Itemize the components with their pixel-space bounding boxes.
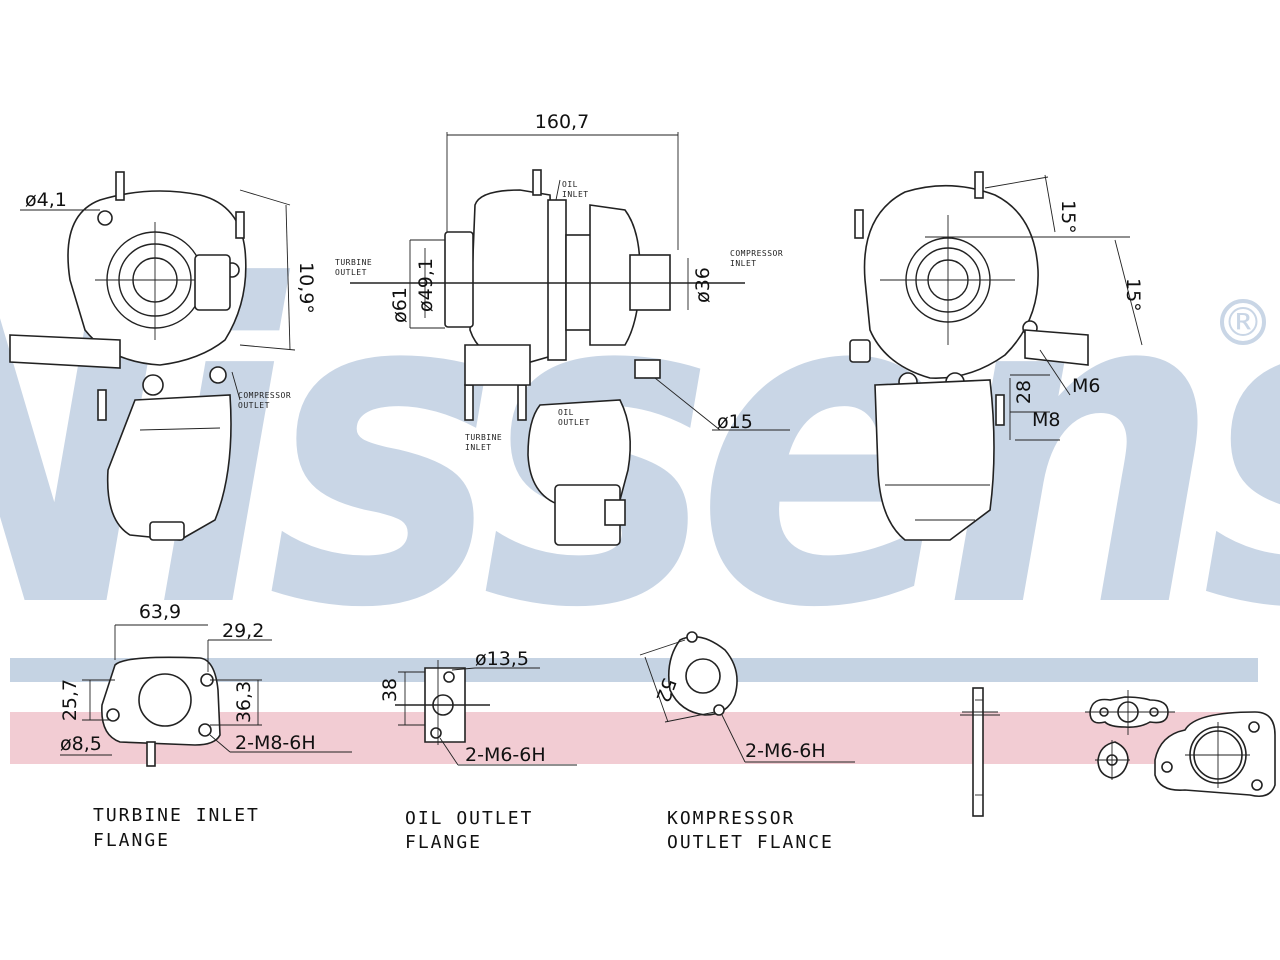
- dim-angle-15-top: 15°: [1057, 200, 1079, 234]
- dim-28: 28: [1013, 380, 1035, 404]
- svg-text:FLANGE: FLANGE: [405, 832, 482, 853]
- dim-angle-10-9: 10,9°: [295, 262, 317, 314]
- dim-d15: ø15: [717, 411, 753, 433]
- dim-36-3: 36,3: [233, 681, 255, 723]
- svg-text:INLET: INLET: [730, 259, 757, 268]
- caption-compressor-outlet-flange: KOMPRESSOR OUTLET FLANCE: [667, 808, 834, 853]
- dim-29-2: 29,2: [222, 620, 264, 642]
- dim-angle-15-right: 15°: [1122, 278, 1144, 312]
- dim-d13-5: ø13,5: [475, 648, 529, 670]
- label-oil-inlet: OIL INLET: [562, 180, 589, 199]
- dim-2-m8-6h: 2-M8-6H: [235, 732, 316, 754]
- registered-mark: ®: [1223, 300, 1263, 346]
- svg-text:OUTLET: OUTLET: [238, 401, 270, 410]
- svg-text:INLET: INLET: [562, 190, 589, 199]
- label-oil-outlet: OIL OUTLET: [558, 408, 590, 427]
- svg-text:FLANGE: FLANGE: [93, 830, 170, 851]
- registered-mark-circle: [1220, 299, 1266, 345]
- dim-m8: M8: [1032, 409, 1060, 431]
- svg-text:KOMPRESSOR: KOMPRESSOR: [667, 808, 795, 829]
- svg-text:OIL: OIL: [562, 180, 578, 189]
- dim-d61: ø61: [389, 287, 411, 323]
- gasket-oil-inlet: [1085, 690, 1175, 735]
- dim-d4-1: ø4,1: [25, 189, 67, 211]
- svg-text:INLET: INLET: [465, 443, 492, 452]
- blue-band: [10, 658, 1258, 682]
- svg-text:COMPRESSOR: COMPRESSOR: [730, 249, 783, 258]
- svg-text:COMPRESSOR: COMPRESSOR: [238, 391, 291, 400]
- dim-d8-5: ø8,5: [60, 733, 102, 755]
- label-compressor-inlet: COMPRESSOR INLET: [730, 249, 783, 268]
- gasket-turbine-inlet: [1154, 711, 1276, 798]
- label-turbine-outlet: TURBINE OUTLET: [335, 258, 372, 277]
- svg-text:OUTLET: OUTLET: [335, 268, 367, 277]
- dim-d36: ø36: [692, 267, 714, 303]
- svg-text:OIL OUTLET: OIL OUTLET: [405, 808, 533, 829]
- svg-text:TURBINE INLET: TURBINE INLET: [93, 805, 260, 826]
- svg-text:OUTLET: OUTLET: [558, 418, 590, 427]
- dim-m6: M6: [1072, 375, 1100, 397]
- compressor-outlet-flange: [639, 631, 855, 763]
- dim-2-m6-6h-comp: 2-M6-6H: [745, 740, 826, 762]
- dim-2-m6-6h-oil: 2-M6-6H: [465, 744, 546, 766]
- svg-text:OUTLET FLANCE: OUTLET FLANCE: [667, 832, 834, 853]
- oil-outlet-flange: [395, 660, 577, 766]
- compressor-side-view: [849, 171, 1143, 541]
- caption-oil-outlet-flange: OIL OUTLET FLANGE: [405, 808, 533, 853]
- gasket-oil-outlet: [1095, 740, 1130, 780]
- caption-turbine-inlet-flange: TURBINE INLET FLANGE: [93, 805, 260, 851]
- turbine-inlet-flange: [60, 624, 352, 767]
- dim-25-7: 25,7: [59, 679, 81, 721]
- side-view: [350, 132, 790, 546]
- svg-text:TURBINE: TURBINE: [335, 258, 372, 267]
- turbine-side-view: [9, 171, 296, 541]
- svg-text:OIL: OIL: [558, 408, 574, 417]
- label-compressor-outlet: COMPRESSOR OUTLET: [238, 391, 291, 410]
- svg-text:TURBINE: TURBINE: [465, 433, 502, 442]
- dim-63-9: 63,9: [139, 601, 181, 623]
- label-turbine-inlet: TURBINE INLET: [465, 433, 502, 452]
- dim-38: 38: [379, 678, 401, 702]
- dim-length-160-7: 160,7: [535, 111, 589, 133]
- stud-bolt: [960, 687, 1000, 817]
- dim-d49-1: ø49,1: [415, 258, 437, 312]
